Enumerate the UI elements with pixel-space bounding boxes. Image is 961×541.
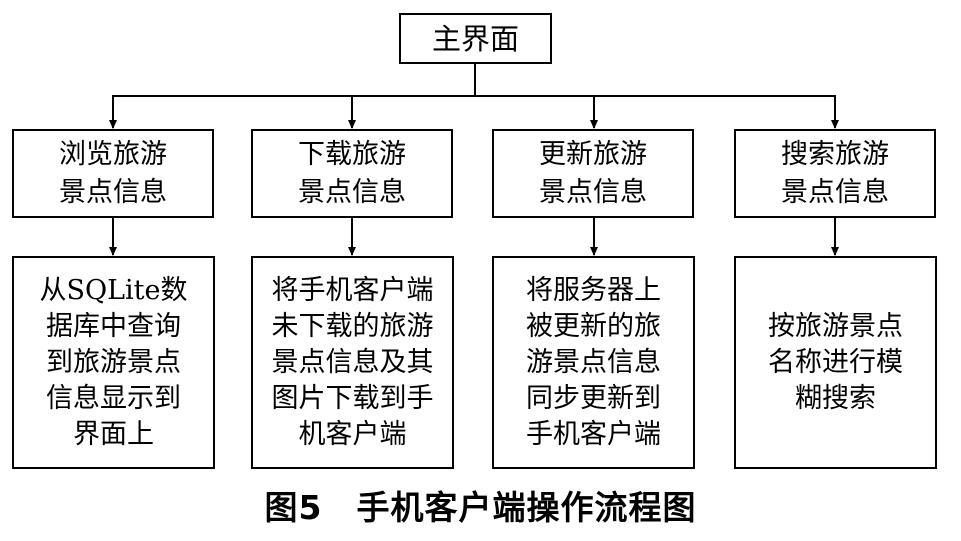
update-info-label: 更新旅游 景点信息: [539, 138, 647, 208]
download-description-text: 将手机客户端 未下载的旅游 景点信息及其 图片下载到手 机客户端: [271, 274, 434, 450]
browse-description-text: 从SQLite数 据库中查询 到旅游景点 信息显示到 界面上: [39, 274, 188, 450]
browse-description-box: 从SQLite数 据库中查询 到旅游景点 信息显示到 界面上: [12, 256, 215, 469]
search-description-box: 按旅游景点 名称进行模 糊搜索: [734, 256, 937, 469]
figure-caption: 图5 手机客户端操作流程图: [264, 488, 697, 527]
main-interface-label: 主界面: [431, 21, 519, 56]
search-info-label: 搜索旅游 景点信息: [781, 138, 889, 208]
search-info-box: 搜索旅游 景点信息: [734, 129, 936, 218]
browse-info-label: 浏览旅游 景点信息: [59, 138, 167, 208]
search-description-text: 按旅游景点 名称进行模 糊搜索: [768, 310, 903, 414]
browse-info-box: 浏览旅游 景点信息: [12, 129, 214, 218]
update-info-box: 更新旅游 景点信息: [492, 129, 694, 218]
download-info-label: 下载旅游 景点信息: [298, 138, 406, 208]
main-interface-box: 主界面: [399, 13, 552, 64]
update-description-box: 将服务器上 被更新的旅 游景点信息 同步更新到 手机客户端: [492, 256, 695, 469]
update-description-text: 将服务器上 被更新的旅 游景点信息 同步更新到 手机客户端: [526, 274, 661, 450]
download-info-box: 下载旅游 景点信息: [251, 129, 453, 218]
download-description-box: 将手机客户端 未下载的旅游 景点信息及其 图片下载到手 机客户端: [251, 256, 454, 469]
